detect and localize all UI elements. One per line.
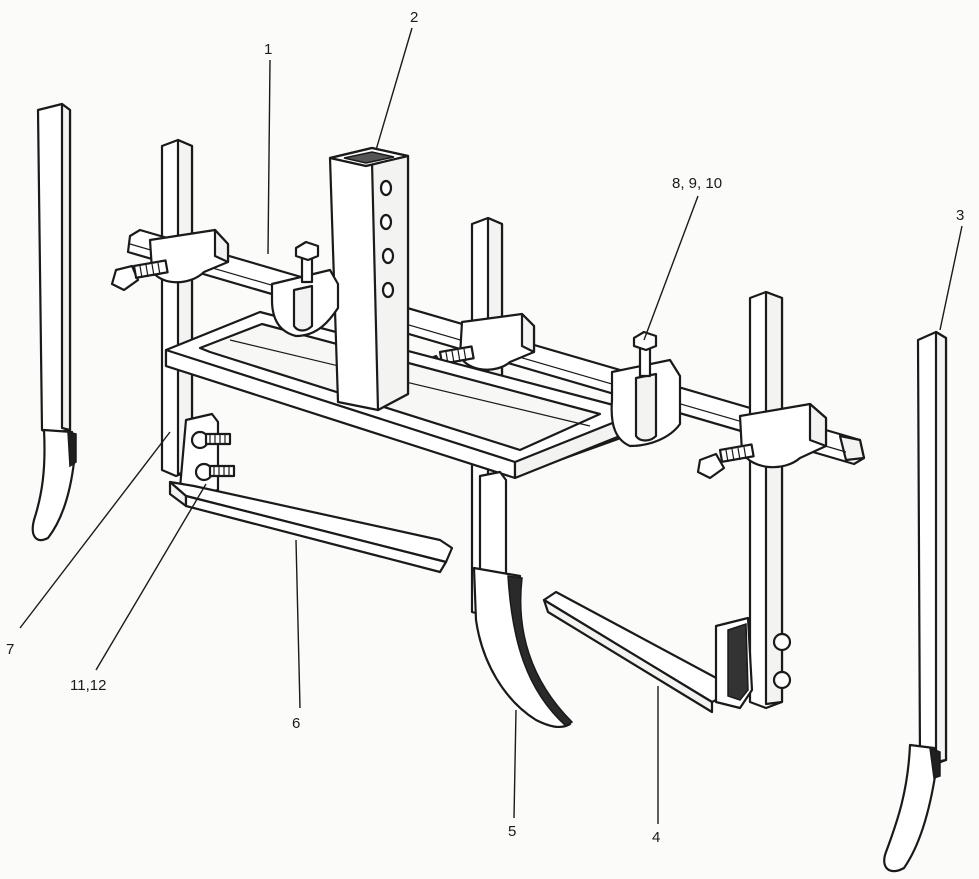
label-1: 1 [264, 41, 272, 58]
bolt-right [696, 443, 755, 480]
clamp-8-9-10 [610, 330, 682, 448]
label-2: 2 [410, 9, 418, 26]
label-5: 5 [508, 823, 516, 840]
loose-tine-left [31, 102, 77, 542]
clamp-right [696, 402, 828, 480]
label-11-12: 11,12 [70, 677, 106, 694]
label-6: 6 [292, 715, 300, 732]
hitch-tube [328, 146, 410, 412]
center-tine-5 [472, 470, 574, 729]
label-7: 7 [6, 641, 14, 658]
label-4: 4 [652, 829, 660, 846]
bolts-11-12 [190, 430, 236, 482]
bolt-8-9-10 [632, 330, 658, 378]
front-tine-post-right [748, 290, 792, 710]
label-3: 3 [956, 207, 964, 224]
leader-lines [19, 27, 963, 824]
hitch-clamp [270, 240, 340, 338]
loose-tine-right [883, 330, 948, 873]
part-labels: 1 2 3 8, 9, 10 7 11,12 6 5 4 [6, 9, 964, 846]
clamp-left [110, 228, 230, 292]
sweep-right-4 [542, 590, 754, 714]
label-8-9-10: 8, 9, 10 [672, 175, 722, 192]
bolt-left [110, 259, 169, 292]
bolt-hitch-top [294, 240, 320, 284]
sweep-left-6 [168, 412, 454, 574]
